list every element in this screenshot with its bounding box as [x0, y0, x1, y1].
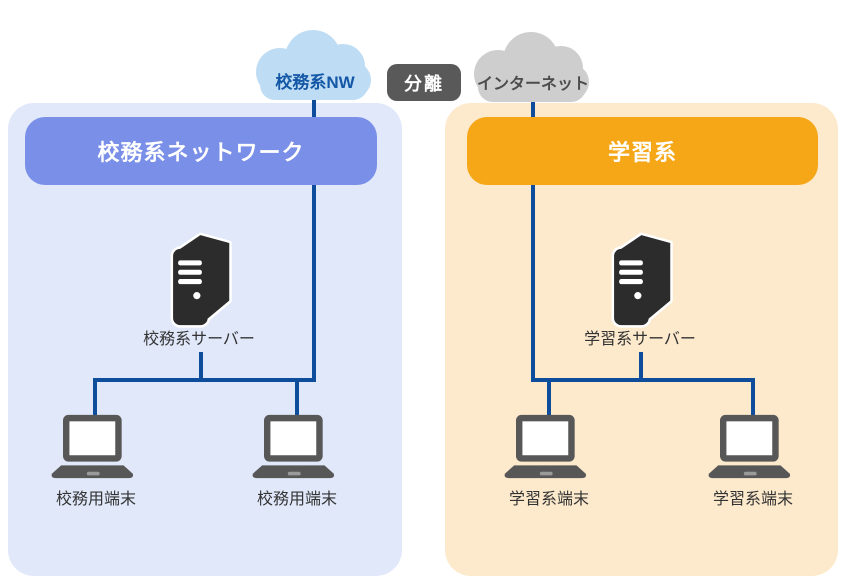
laptop-icon: [708, 414, 791, 479]
internet-cloud: インターネット: [468, 30, 598, 102]
terminal-label: 校務用端末: [256, 491, 337, 508]
laptop-icon: [51, 414, 134, 479]
cloud-label: インターネット: [476, 76, 589, 93]
cloud-icon: [256, 30, 371, 100]
cloud-icon: [474, 32, 589, 102]
terminal-label: 学習系端末: [712, 491, 793, 508]
school-admin-nw-cloud: 校務系NW: [250, 28, 380, 100]
laptop-icon: [252, 414, 335, 479]
terminal-label: 校務用端末: [55, 491, 136, 508]
terminal-label: 学習系端末: [508, 491, 589, 508]
cloud-label: 校務系NW: [275, 73, 355, 92]
server-icon: [611, 232, 673, 328]
server-label: 校務系サーバー: [143, 331, 255, 348]
panel-title-school-admin: 校務系ネットワーク: [25, 117, 377, 185]
laptop-icon: [504, 414, 587, 479]
separator-badge: 分離: [387, 64, 461, 101]
server-icon: [170, 232, 232, 328]
server-label: 学習系サーバー: [584, 331, 696, 348]
panel-title-learning: 学習系: [467, 117, 818, 185]
